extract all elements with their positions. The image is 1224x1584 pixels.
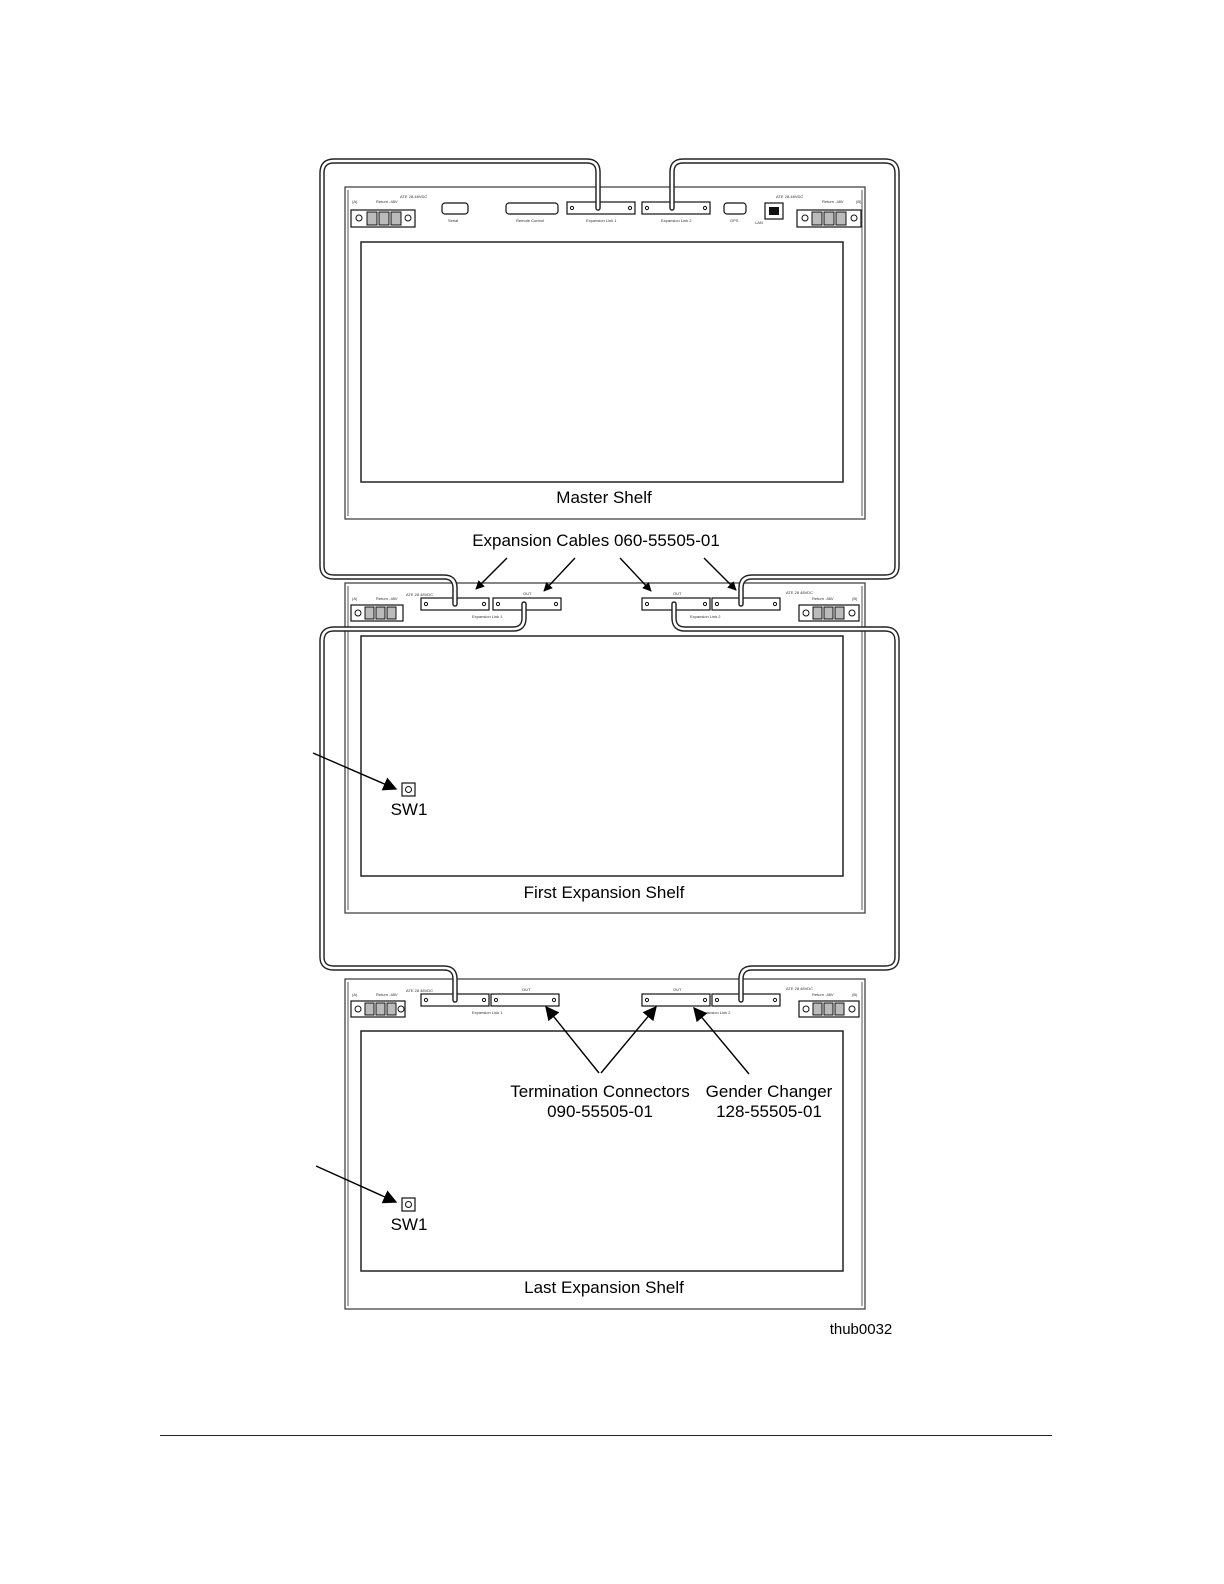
master-power-block-b [796,209,862,228]
last-power-block-a [350,1000,406,1018]
master-remote-port [505,202,559,215]
footer-rule [160,1435,1052,1436]
master-exp-link-1-port [566,201,636,215]
master-exp-link-1-label: Expansion Link 1 [586,218,617,223]
last-out-1-termination [490,993,560,1007]
first-sw1-label: SW1 [391,800,428,819]
arrow-gender-changer [693,1006,750,1075]
expansion-cables-callout: Expansion Cables 060-55505-01 [472,531,720,550]
expansion-cables [319,158,900,1003]
arrow-termination-left [545,1005,600,1074]
last-exp-link-2-label: Expansion Link 2 [700,1010,731,1015]
termination-callout-part: 090-55505-01 [547,1102,653,1121]
last-out-1-label: OUT [522,987,531,992]
gender-changer-callout-title: Gender Changer [706,1082,833,1101]
last-power-block-b [798,1000,860,1018]
callout-arrows [312,557,750,1204]
master-serial-label: Serial [448,218,458,223]
last-out-2-termination [641,993,711,1007]
first-out-1-port [492,597,562,611]
arrow-first-sw1 [312,752,398,791]
first-shelf-label: First Expansion Shelf [524,883,685,902]
arrow-cable-3 [619,557,652,592]
arrow-last-sw1 [315,1165,398,1204]
first-expansion-shelf: (A) Return -48V ATE 28 48VDC Expansion L… [344,582,866,914]
first-exp-link-2-port [711,597,781,611]
first-exp-link-2-label: Expansion Link 2 [690,614,721,619]
first-exp-link-1-label: Expansion Link 1 [472,614,503,619]
first-fuse-label-a: ATE 28 48VDC [406,592,433,597]
last-return-label-b: Return -48V [812,992,834,997]
first-return-label-b: Return -48V [812,596,834,601]
last-sw1-switch [401,1197,416,1212]
master-remote-label: Remote Control [516,218,544,223]
first-out-1-label: OUT [523,591,532,596]
master-serial-port [441,202,469,215]
master-return-label-b: Return -48V [822,199,844,204]
first-power-a-label: (A) [352,596,358,601]
figure-id-label: thub0032 [830,1321,893,1338]
master-gps-port [723,202,747,215]
last-exp-link-1-label: Expansion Link 1 [472,1010,503,1015]
last-shelf-label: Last Expansion Shelf [524,1278,684,1297]
master-lan-label: LAN [755,220,763,225]
gender-changer-callout-part: 128-55505-01 [716,1102,822,1121]
arrow-cable-2 [543,557,576,592]
master-power-block-a [350,209,416,228]
first-power-b-label: (B) [852,596,858,601]
first-fuse-label-b: ATE 28 48VDC [786,590,813,595]
master-power-a-label: (A) [352,199,358,204]
master-exp-link-2-port [641,201,711,215]
last-power-a-label: (A) [352,992,358,997]
arrow-termination-right [600,1005,657,1074]
master-exp-link-2-label: Expansion Link 2 [661,218,692,223]
last-fuse-label-a: ATE 28 48VDC [406,988,433,993]
last-fuse-label-b: ATE 28 48VDC [786,986,813,991]
last-sw1-label: SW1 [391,1215,428,1234]
master-fuse-label-a: ATE 28-48VDC [400,194,427,199]
first-out-2-label: OUT [673,591,682,596]
first-sw1-switch [401,782,416,797]
master-shelf: (A) Return -48V ATE 28-48VDC Serial Remo… [344,186,866,520]
master-return-label-a: Return -48V [376,199,398,204]
last-expansion-shelf: (A) Return -48V ATE 28 48VDC Expansion L… [344,978,866,1310]
last-power-b-label: (B) [852,992,858,997]
first-power-block-b [798,604,860,622]
last-out-2-label: OUT [673,987,682,992]
master-power-b-label: (B) [856,199,862,204]
arrow-cable-1 [475,557,508,590]
first-power-block-a [350,604,404,622]
master-shelf-label: Master Shelf [556,488,652,507]
last-exp-link-2-port [711,993,781,1007]
master-fuse-label-b: ATE 28-48VDC [776,194,803,199]
first-return-label-a: Return -48V [376,596,398,601]
last-return-label-a: Return -48V [376,992,398,997]
arrow-cable-4 [703,557,737,591]
termination-callout-title: Termination Connectors [510,1082,690,1101]
master-gps-label: GPS [730,218,739,223]
